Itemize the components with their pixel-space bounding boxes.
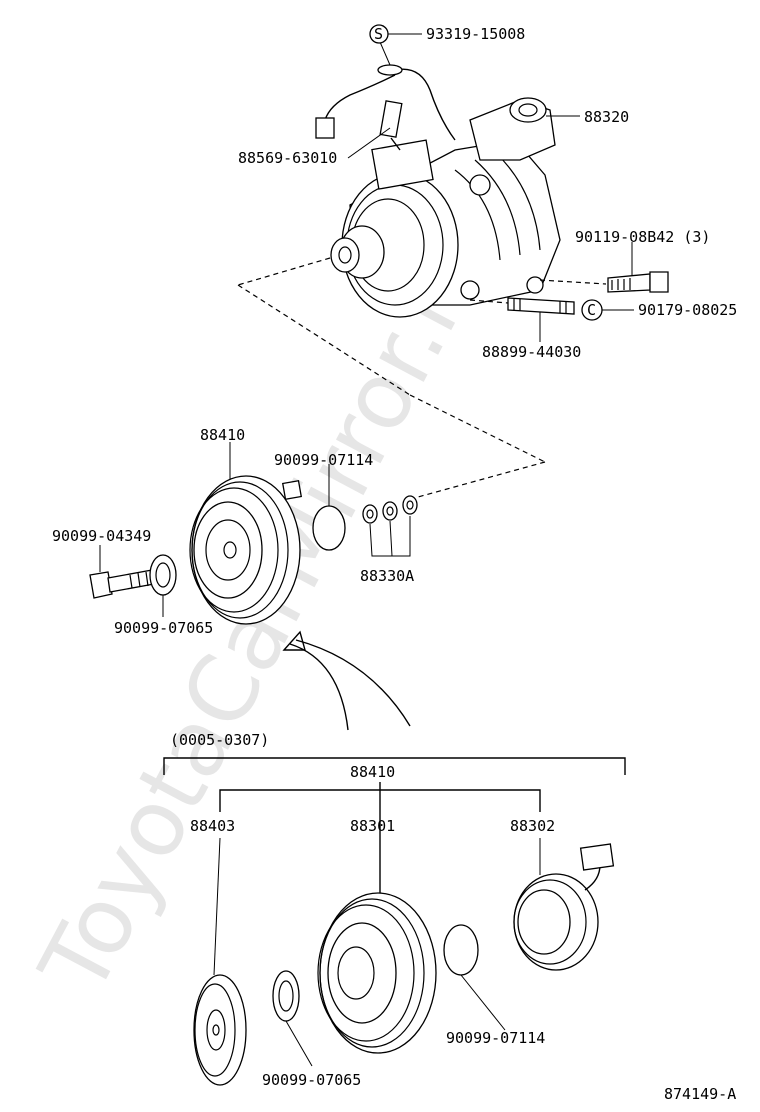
wire-harness <box>315 68 456 151</box>
stud-88899 <box>507 297 575 315</box>
arrow-line-2 <box>295 639 411 727</box>
shims-88330a <box>362 495 418 524</box>
lock-washer-bottom <box>272 970 300 1022</box>
part-90099-07114-top: 90099-07114 <box>274 451 373 469</box>
part-88569-63010: 88569-63010 <box>238 149 337 167</box>
part-90099-07065-top: 90099-07065 <box>114 619 213 637</box>
part-88403: 88403 <box>190 817 235 835</box>
part-mark-c: C <box>587 301 596 319</box>
figure-id: 874149-A <box>664 1085 736 1103</box>
bolt-90099-04349 <box>89 569 155 599</box>
clutch-pulley-88410 <box>189 475 303 625</box>
part-90099-07065-bottom: 90099-07065 <box>262 1071 361 1089</box>
part-93319-15008: 93319-15008 <box>426 25 525 43</box>
part-90099-07114-bottom: 90099-07114 <box>446 1029 545 1047</box>
part-88899-44030: 88899-44030 <box>482 343 581 361</box>
lock-washer-top <box>149 554 177 596</box>
armature-88403 <box>193 974 247 1086</box>
part-mark-s: S <box>374 25 383 43</box>
part-88301: 88301 <box>350 817 395 835</box>
pulley-88301 <box>317 892 437 1054</box>
bracket-88410 <box>163 757 626 775</box>
part-88330a: 88330A <box>360 567 414 585</box>
part-90099-04349: 90099-04349 <box>52 527 151 545</box>
part-88410-bottom: 88410 <box>350 763 395 781</box>
part-88320: 88320 <box>584 108 629 126</box>
part-90179-08025: 90179-08025 <box>638 301 737 319</box>
snap-ring-bottom <box>443 924 479 976</box>
compressor-assembly <box>330 97 561 318</box>
bolt-90119 <box>607 271 669 293</box>
part-90119-08b42: 90119-08B42 (3) <box>575 228 710 246</box>
field-coil-88302 <box>513 843 615 971</box>
clip-93319: S 93319-15008 <box>369 24 525 76</box>
part-88302: 88302 <box>510 817 555 835</box>
snap-ring-top <box>312 505 346 551</box>
date-range: (0005-0307) <box>170 731 269 749</box>
arrow-line-1 <box>289 643 349 731</box>
part-88410-top: 88410 <box>200 426 245 444</box>
